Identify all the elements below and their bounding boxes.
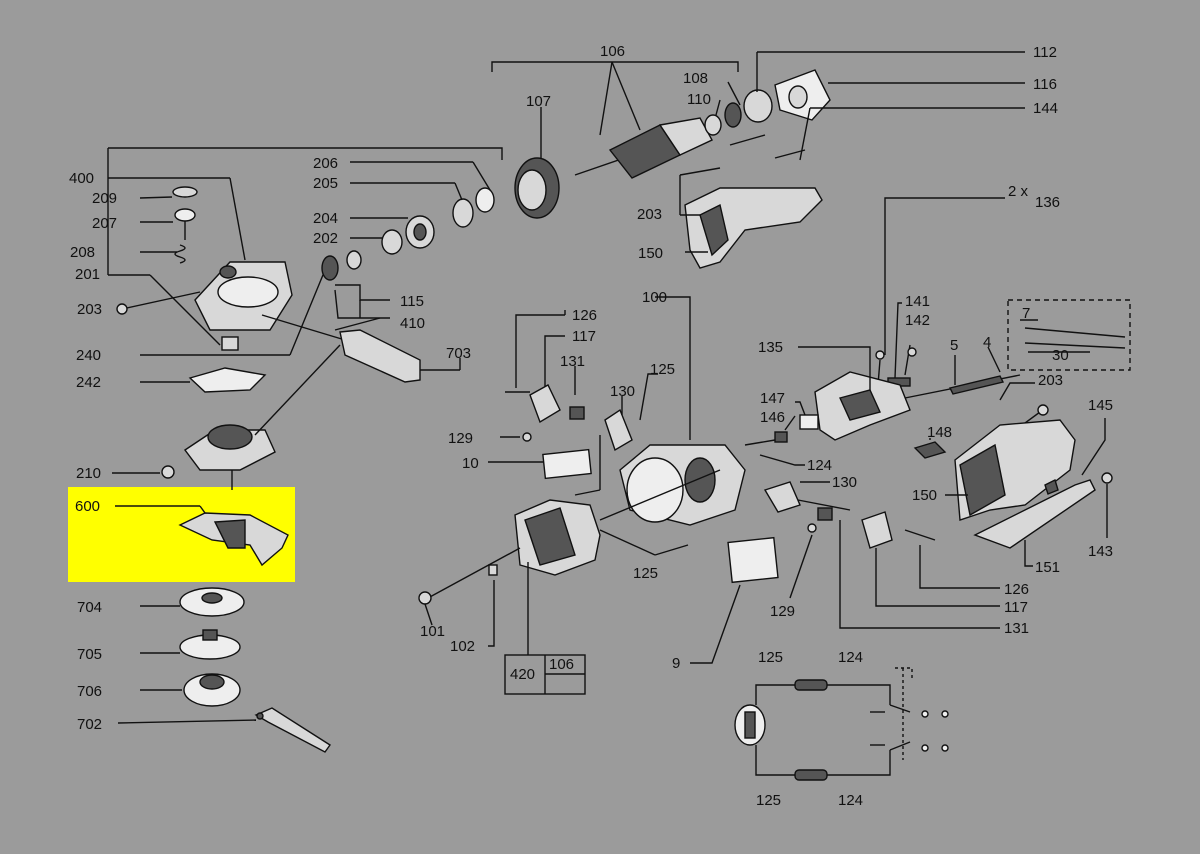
label-124c: 124	[838, 792, 863, 809]
label-135: 135	[758, 339, 783, 356]
label-420: 420	[510, 666, 535, 683]
label-129b: 129	[770, 603, 795, 620]
label-207: 207	[92, 215, 117, 232]
label-150b: 150	[912, 487, 937, 504]
label-150a: 150	[638, 245, 663, 262]
label-410: 410	[400, 315, 425, 332]
label-5: 5	[950, 337, 958, 354]
label-129a: 129	[448, 430, 473, 447]
label-210: 210	[76, 465, 101, 482]
brush-parts-right: 129 126 117 131	[770, 507, 1029, 637]
label-151: 151	[1035, 559, 1060, 576]
label-110: 110	[687, 91, 711, 108]
label-4: 4	[983, 334, 991, 351]
label-115: 115	[400, 293, 424, 310]
label-102: 102	[450, 638, 475, 655]
drive-parts: 206 205 204 202 115 410	[313, 155, 495, 332]
label-106b: 106	[549, 656, 574, 673]
label-143: 143	[1088, 543, 1113, 560]
label-209: 209	[92, 190, 117, 207]
label-205: 205	[313, 175, 338, 192]
label-131b: 131	[1004, 620, 1029, 637]
label-125a: 125	[650, 361, 675, 378]
label-201: 201	[75, 266, 100, 283]
label-705: 705	[77, 646, 102, 663]
motor-group: 100 126 117 131 130 125 129 10 125	[418, 289, 779, 695]
label-136: 136	[1035, 194, 1060, 211]
label-124b: 124	[838, 649, 863, 666]
label-125b: 125	[633, 565, 658, 582]
label-203c: 203	[1038, 372, 1063, 389]
label-147: 147	[760, 390, 785, 407]
label-144: 144	[1033, 100, 1058, 117]
label-10: 10	[462, 455, 479, 472]
label-126b: 126	[1004, 581, 1029, 598]
label-702: 702	[77, 716, 102, 733]
label-600[interactable]: 600	[75, 498, 100, 515]
label-203b: 203	[637, 206, 662, 223]
label-100: 100	[642, 289, 667, 306]
label-146: 146	[760, 409, 785, 426]
label-107: 107	[526, 93, 551, 110]
label-106: 106	[600, 43, 625, 60]
label-126a: 126	[572, 307, 597, 324]
label-242: 242	[76, 374, 101, 391]
flanges: 704 705 706 702	[77, 587, 331, 753]
gear-head-group: 400 209 207 208 201 203 240 242	[69, 147, 503, 393]
label-206: 206	[313, 155, 338, 172]
spindle-assembly: 210	[76, 344, 341, 490]
armature-group: 106 107 108 110 112 116 144	[491, 43, 1058, 219]
label-704: 704	[77, 599, 102, 616]
label-131a: 131	[560, 353, 585, 370]
label-202: 202	[313, 230, 338, 247]
label-203a: 203	[77, 301, 102, 318]
label-703: 703	[446, 345, 471, 362]
handle-housing: 150 145 143 151	[912, 397, 1113, 576]
label-7: 7	[1022, 305, 1030, 322]
label-116: 116	[1033, 76, 1057, 93]
label-9: 9	[672, 655, 680, 672]
label-108: 108	[683, 70, 708, 87]
rear-housing-150: 203 150	[637, 134, 823, 269]
side-handle-703: 703	[261, 314, 471, 383]
label-130a: 130	[610, 383, 635, 400]
label-125c: 125	[758, 649, 783, 666]
label-125d: 125	[756, 792, 781, 809]
label-148: 148	[927, 424, 952, 441]
label-141: 141	[905, 293, 930, 310]
guard-600[interactable]: 600	[75, 498, 289, 567]
label-112: 112	[1033, 44, 1057, 61]
label-101: 101	[420, 623, 445, 640]
label-124a: 124	[807, 457, 832, 474]
label-117b: 117	[1004, 599, 1028, 616]
label-117a: 117	[572, 328, 596, 345]
wiring-schematic: 125 124 125 124	[734, 649, 949, 809]
label-130b: 130	[832, 474, 857, 491]
switch-group: 2 x 136 141 142 135 5 4 7 30 203	[744, 183, 1131, 513]
label-30: 30	[1052, 347, 1069, 364]
label-706: 706	[77, 683, 102, 700]
label-208: 208	[70, 244, 95, 261]
label-400: 400	[69, 170, 94, 187]
label-145: 145	[1088, 397, 1113, 414]
label-240: 240	[76, 347, 101, 364]
label-204: 204	[313, 210, 338, 227]
label-2x: 2 x	[1008, 183, 1029, 200]
label-142: 142	[905, 312, 930, 329]
